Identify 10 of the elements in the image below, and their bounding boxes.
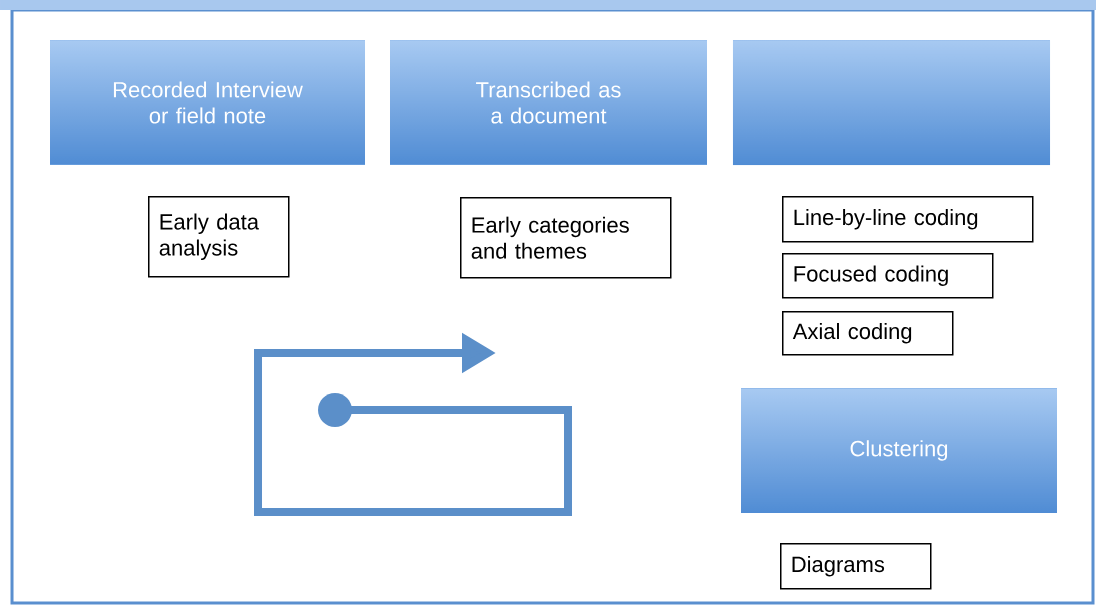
note-box: Line-by-line coding [782, 196, 1034, 243]
process-box: Transcribed as a document [390, 40, 707, 165]
note-box: Early data analysis [148, 196, 290, 278]
note-box: Axial coding [782, 311, 954, 356]
note-box: Focused coding [782, 253, 994, 299]
note-box: Diagrams [780, 543, 932, 590]
process-box: Clustering [741, 388, 1057, 513]
process-box [732, 40, 1051, 166]
note-box: Early categories and themes [460, 197, 672, 279]
process-box: Recorded Interview or field note [50, 40, 365, 165]
